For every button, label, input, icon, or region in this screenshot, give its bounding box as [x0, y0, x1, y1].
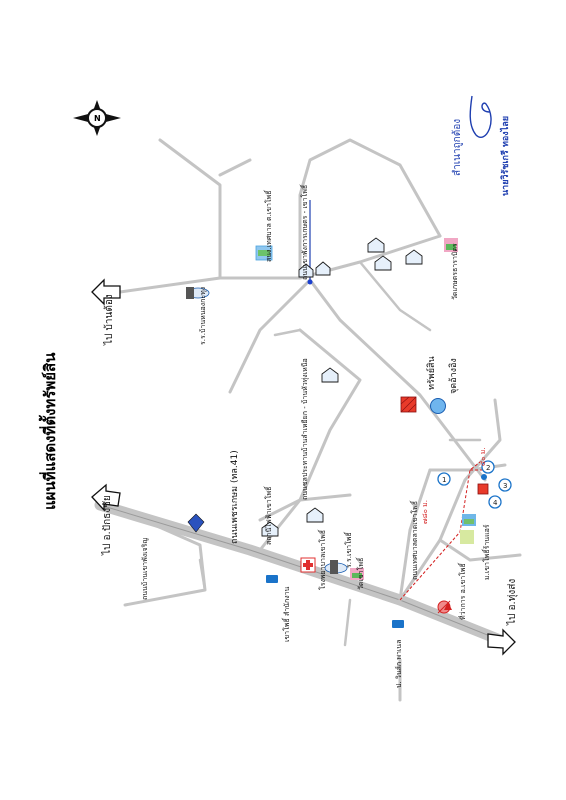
distance-label-1: ๗๘๐ ม.	[421, 499, 429, 524]
place-bank: ป. วินส์ก พาเนล	[395, 639, 403, 688]
road-left-3	[258, 493, 352, 522]
road-upper-9	[273, 328, 302, 337]
road-upper-3	[158, 138, 222, 280]
direction-pak-thong-chai: ไป อ.ปักธงชัย	[102, 495, 113, 555]
legend-icons	[400, 396, 446, 414]
road-khao-phang-market: ถนนเขาพังการเกษตร - เขาโพธิ์	[301, 184, 309, 280]
map-title: แผนที่แสดงที่ตั้งทรัพย์สิน	[41, 352, 59, 510]
road-upper-8	[358, 260, 432, 332]
school-icon	[186, 287, 404, 628]
place-electricity: สถานีไฟฟ้าเขาโพธิ์	[265, 486, 273, 545]
point-3: 3	[503, 482, 507, 490]
road-upper-4	[218, 158, 252, 177]
survey-point	[307, 279, 313, 285]
hospital-icon	[300, 557, 316, 573]
road-right-1	[398, 398, 502, 602]
direction-arrow-icon	[91, 278, 516, 656]
signature-mark	[469, 95, 492, 138]
place-khao-pho-school: ร.ร.เขาโพธิ์	[345, 532, 353, 568]
legend-landmark-label: จุดอ้างอิง	[449, 358, 459, 394]
road-highway-label: ถนนเพชรเกษม (ทล.41)	[230, 450, 240, 544]
highway-shield-icon	[187, 513, 205, 533]
point-2: 2	[486, 464, 490, 472]
place-market: ม.เขาโพธิ์ร้านแอร์	[483, 524, 491, 580]
place-health-office: สนง.เทศบาล ต.เขาโพธิ์	[265, 190, 273, 262]
road-irrigation: ถนนชลประทานบ้านลำเหยียก - บ้านหัวทุ่งเหน…	[301, 358, 309, 500]
road-upper-1	[118, 234, 442, 294]
road-upper-6	[308, 278, 487, 482]
road-right-2	[438, 538, 522, 562]
road-upper-2	[298, 138, 442, 280]
place-wat-khao-pho: วัดเขาโพธิ์	[357, 557, 365, 590]
direction-thung-song: ไป อ.ทุ่งส่ง	[507, 578, 518, 625]
place-wat-nong-khwang: วัดเกษตรธาราบิดร	[451, 243, 459, 300]
signature-certified: สำเนาถูกต้อง	[452, 118, 463, 176]
building-icon	[255, 238, 476, 580]
road-right-7	[343, 598, 352, 647]
distance-line	[399, 461, 481, 601]
point-1: 1	[442, 476, 446, 484]
subject-cluster	[437, 460, 512, 509]
signature-name: นายวิรัชเกรี ทองไลย	[501, 115, 511, 196]
place-school-nong-ngu: ร.ร.บ้านหนองกะทุง	[199, 286, 207, 345]
road-network	[94, 138, 522, 702]
legend-property-label: ทรัพย์สิน	[427, 356, 437, 390]
road-left-2	[198, 558, 207, 592]
house-icon	[261, 237, 423, 537]
road-upper-5	[228, 278, 312, 394]
road-upper-7	[258, 328, 362, 552]
temple-icon	[444, 602, 452, 610]
distance-label-2: ๔๐ ม.	[479, 447, 487, 466]
landmark-circle-icon	[430, 398, 446, 414]
road-right-4	[398, 468, 432, 602]
place-police: เขาโพธิ์ สำนักงาน	[283, 586, 291, 642]
highway-41	[94, 499, 506, 646]
place-khao-pho-office: ที่ว่าการ อ.เขาโพธิ์	[459, 563, 467, 620]
place-hospital: โรงพยาบาลเขาโพธิ์	[319, 529, 327, 590]
direction-ban-tong: ไป บ้านต้อง	[104, 294, 115, 345]
north-arrow-icon: N	[73, 100, 121, 136]
north-symbol: N	[94, 114, 101, 123]
point-4: 4	[493, 499, 498, 507]
road-ban-khao-phang: ถนนบ้านเขาพังเจริญ	[141, 537, 149, 600]
